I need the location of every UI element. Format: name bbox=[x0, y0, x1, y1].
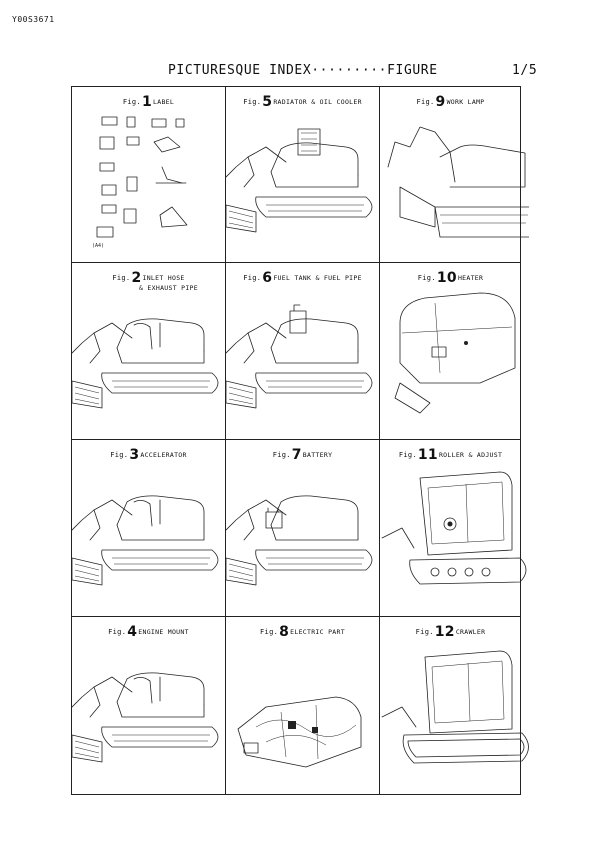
figure-cell-8[interactable]: Fig.8ELECTRIC PART bbox=[226, 617, 379, 795]
figure-line-art bbox=[381, 650, 529, 764]
grid-divider bbox=[72, 616, 520, 617]
figure-line-art bbox=[237, 696, 362, 768]
figure-caption: Fig.6FUEL TANK & FUEL PIPE bbox=[243, 270, 362, 286]
figure-caption: Fig.5RADIATOR & OIL COOLER bbox=[243, 94, 362, 110]
figure-illustration bbox=[226, 87, 375, 264]
figure-caption: Fig.4ENGINE MOUNT bbox=[108, 624, 189, 640]
figure-illustration bbox=[72, 440, 221, 617]
figure-illustration bbox=[72, 263, 221, 440]
figure-line-art bbox=[226, 495, 373, 586]
figure-cell-3[interactable]: Fig.3ACCELERATOR bbox=[72, 440, 225, 616]
figure-caption: Fig.2INLET HOSE & EXHAUST PIPE bbox=[112, 270, 198, 292]
figure-illustration bbox=[380, 440, 529, 617]
figure-cell-7[interactable]: Fig.7BATTERY bbox=[226, 440, 379, 616]
figure-line-art bbox=[226, 128, 373, 233]
figure-line-art bbox=[387, 126, 529, 238]
figure-illustration bbox=[226, 617, 375, 794]
figure-cell-10[interactable]: Fig.10HEATER bbox=[380, 263, 521, 439]
figure-caption: Fig.1LABEL bbox=[122, 94, 175, 110]
figure-index-grid: (A4) Fig.1LABEL Fig.2INLET HOSE & EXHAUS… bbox=[71, 86, 529, 795]
figure-cell-9[interactable]: Fig.9WORK LAMP bbox=[380, 87, 529, 262]
figure-line-art bbox=[72, 672, 219, 763]
figure-line-art bbox=[394, 292, 516, 414]
grid-divider bbox=[72, 439, 520, 440]
figure-caption: Fig.11ROLLER & ADJUST bbox=[398, 447, 503, 463]
figure-cell-6[interactable]: Fig.6FUEL TANK & FUEL PIPE bbox=[226, 263, 379, 439]
figure-illustration bbox=[226, 263, 375, 440]
figure-cell-2[interactable]: Fig.2INLET HOSE & EXHAUST PIPE bbox=[72, 263, 225, 439]
figure-line-art bbox=[72, 318, 219, 409]
figure-line-art: (A4) bbox=[92, 116, 188, 249]
figure-caption: Fig.10HEATER bbox=[417, 270, 484, 286]
figure-cell-1[interactable]: (A4) Fig.1LABEL bbox=[72, 87, 225, 262]
figure-illustration bbox=[72, 617, 221, 794]
figure-line-art bbox=[381, 471, 527, 585]
figure-illustration bbox=[380, 87, 529, 264]
figure-line-art bbox=[72, 495, 219, 586]
figure-illustration bbox=[226, 440, 375, 617]
page-number: 1/5 bbox=[512, 63, 538, 78]
figure-caption: Fig.7BATTERY bbox=[272, 447, 333, 463]
grid-divider bbox=[379, 87, 380, 794]
figure-caption: Fig.8ELECTRIC PART bbox=[260, 624, 345, 640]
figure-illustration bbox=[380, 263, 529, 440]
figure-caption: Fig.3ACCELERATOR bbox=[110, 447, 187, 463]
grid-divider bbox=[225, 87, 226, 794]
figure-caption: Fig.12CRAWLER bbox=[415, 624, 486, 640]
label-sheet-mark: (A4) bbox=[92, 243, 104, 249]
figure-cell-5[interactable]: Fig.5RADIATOR & OIL COOLER bbox=[226, 87, 379, 262]
figure-caption: Fig.9WORK LAMP bbox=[416, 94, 485, 110]
grid-divider bbox=[72, 262, 520, 263]
figure-illustration: (A4) bbox=[72, 87, 221, 264]
page-title: PICTURESQUE INDEX·········FIGURE bbox=[168, 63, 438, 78]
document-id: Y00S3671 bbox=[12, 15, 55, 24]
figure-cell-12[interactable]: Fig.12CRAWLER bbox=[380, 617, 529, 795]
figure-illustration bbox=[380, 617, 529, 794]
figure-cell-11[interactable]: Fig.11ROLLER & ADJUST bbox=[380, 440, 527, 616]
figure-cell-4[interactable]: Fig.4ENGINE MOUNT bbox=[72, 617, 225, 795]
figure-line-art bbox=[226, 304, 373, 409]
